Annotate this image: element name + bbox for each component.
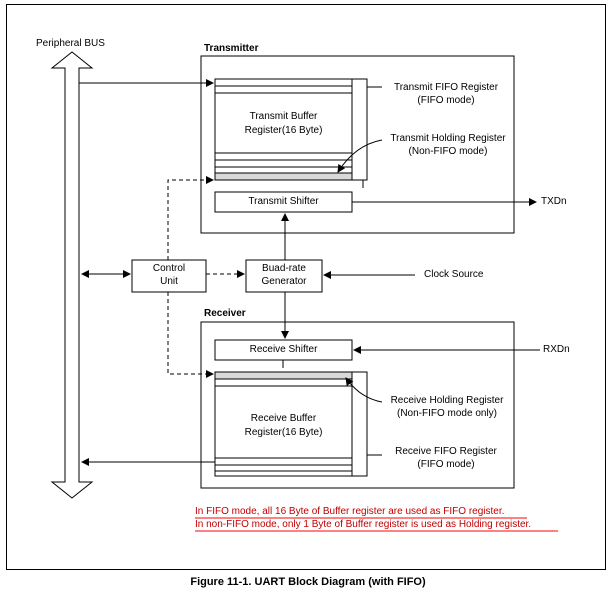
rx-fifo-bracket xyxy=(352,371,368,477)
baud-gen-label-2: Generator xyxy=(261,276,307,287)
tx-fifo-note-2: (FIFO mode) xyxy=(417,95,475,106)
rx-fifo-note-2: (FIFO mode) xyxy=(417,459,475,470)
rx-holding-note-2: (Non-FIFO mode only) xyxy=(396,408,498,419)
transmit-buffer-label-2: Register(16 Byte) xyxy=(244,125,323,136)
receive-buffer-label-2: Register(16 Byte) xyxy=(244,427,323,438)
rxd-label: RXDn xyxy=(543,344,570,355)
tx-holding-note-2: (Non-FIFO mode) xyxy=(408,146,488,157)
clock-source-label: Clock Source xyxy=(424,269,484,280)
diagram-frame xyxy=(6,4,606,570)
tx-fifo-bracket xyxy=(352,78,368,181)
receive-buffer-label-1: Receive Buffer xyxy=(250,413,317,424)
receiver-title: Receiver xyxy=(204,308,246,319)
tx-holding-arrow xyxy=(337,139,383,173)
transmitter-title: Transmitter xyxy=(204,43,259,54)
baud-rate-generator-box xyxy=(245,259,323,293)
control-unit-label-2: Unit xyxy=(160,276,178,287)
control-to-rx-dashed xyxy=(167,292,214,378)
control-unit-box xyxy=(131,259,207,293)
receive-buffer-register xyxy=(214,371,353,477)
control-to-tx-dashed xyxy=(167,176,214,260)
tx-fifo-note-1: Transmit FIFO Register xyxy=(393,82,499,93)
receive-shifter-label: Receive Shifter xyxy=(249,344,318,355)
non-fifo-mode-note: In non-FIFO mode, only 1 Byte of Buffer … xyxy=(195,519,532,530)
rx-fifo-note-1: Receive FIFO Register xyxy=(395,446,497,457)
fifo-mode-note: In FIFO mode, all 16 Byte of Buffer regi… xyxy=(195,506,505,517)
tx-holding-note-1: Transmit Holding Register xyxy=(390,133,506,144)
baud-gen-label-1: Buad-rate xyxy=(262,263,306,274)
transmit-buffer-register xyxy=(214,78,353,181)
receiver-block xyxy=(200,321,515,489)
peripheral-bus-arrow xyxy=(50,51,94,499)
peripheral-bus-label: Peripheral BUS xyxy=(36,38,105,49)
control-unit-label-1: Control xyxy=(152,263,186,274)
figure-caption: Figure 11-1. UART Block Diagram (with FI… xyxy=(190,576,426,588)
transmit-buffer-label-1: Transmit Buffer xyxy=(249,111,318,122)
rx-holding-note-1: Receive Holding Register xyxy=(390,395,504,406)
transmit-shifter-label: Transmit Shifter xyxy=(248,196,319,207)
transmitter-block xyxy=(200,55,515,234)
rx-holding-arrow xyxy=(345,377,383,403)
txd-label: TXDn xyxy=(541,196,567,207)
